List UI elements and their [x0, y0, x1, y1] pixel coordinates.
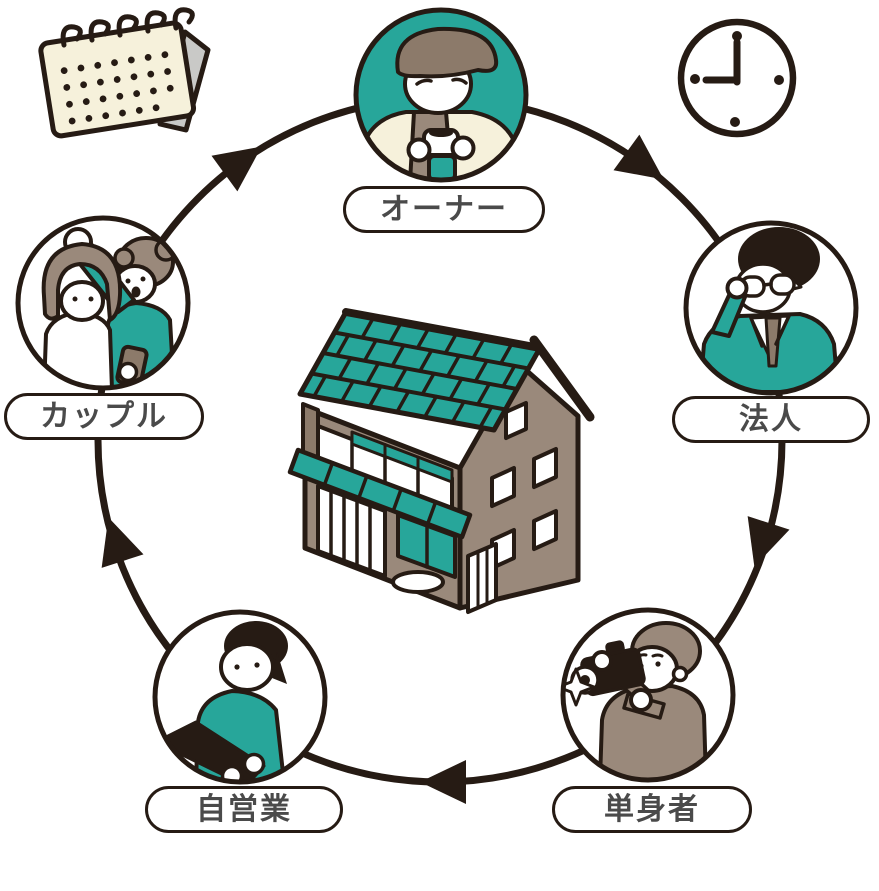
- label-couple-text: カップル: [40, 398, 168, 434]
- businessman-glasses-icon: [688, 225, 854, 391]
- node-owner: [353, 7, 529, 183]
- house-attic-window: [504, 401, 528, 440]
- cycle-arrow: [211, 146, 262, 192]
- owner-with-teacup-icon: [358, 12, 524, 178]
- cycle-arrow: [101, 517, 144, 568]
- node-corporation-border: [683, 220, 859, 396]
- node-owner-border: [353, 7, 529, 183]
- calendar-dots: [60, 51, 174, 125]
- house-stepping-stone: [391, 570, 445, 594]
- node-self-employed: [152, 609, 328, 785]
- calendar-rings: [60, 7, 195, 48]
- label-corporation-text: 法人: [739, 401, 803, 437]
- label-owner: オーナー: [343, 186, 545, 233]
- clock-hands: [702, 38, 741, 86]
- node-couple-border: [15, 215, 191, 391]
- cycle-arrow: [613, 134, 664, 180]
- clock-icon: [677, 18, 797, 138]
- node-self-employed-border: [152, 609, 328, 785]
- label-self-employed: 自営業: [145, 786, 343, 833]
- house-icon: [287, 308, 595, 614]
- photographer-icon: [565, 612, 731, 778]
- node-corporation: [683, 220, 859, 396]
- node-single-person-border: [560, 607, 736, 783]
- label-single-person: 単身者: [552, 786, 752, 833]
- camera-flash-sparkle: [565, 667, 596, 707]
- cycle-arrow: [420, 760, 466, 804]
- person-at-laptop-icon: [157, 614, 323, 780]
- house-awning: [287, 447, 473, 540]
- couple-icon: [20, 220, 186, 386]
- calendar-icon: [38, 7, 211, 139]
- node-single-person: [560, 607, 736, 783]
- label-owner-text: オーナー: [380, 191, 508, 227]
- label-corporation: 法人: [672, 396, 870, 443]
- cycle-arrow: [747, 516, 790, 567]
- cycle-arrows: [101, 134, 790, 804]
- house-gable-eave: [529, 335, 595, 422]
- label-self-employed-text: 自営業: [196, 791, 292, 827]
- label-single-person-text: 単身者: [604, 791, 700, 827]
- node-couple: [15, 215, 191, 391]
- label-couple: カップル: [4, 393, 204, 440]
